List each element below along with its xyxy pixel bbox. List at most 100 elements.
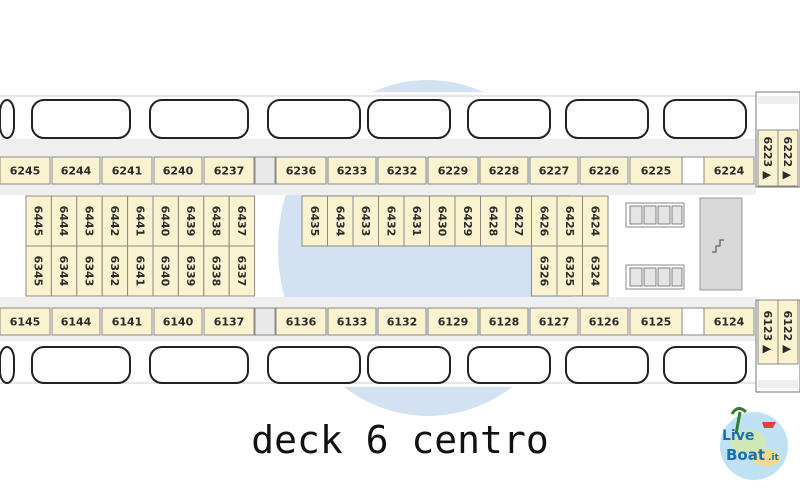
cabin-6232[interactable] [377,156,427,185]
lifeboat [467,99,551,139]
cabin-6140[interactable] [153,307,203,336]
cabin-6144[interactable] [51,307,101,336]
cabin-6237[interactable] [203,156,255,185]
lifeboat [467,346,551,384]
cabin-number: 6128 [489,316,520,329]
cabin-number: 6341 [133,256,146,287]
cabin-6124[interactable] [703,307,755,336]
cabin-6429[interactable] [454,195,481,247]
cabin-6324[interactable] [582,245,609,297]
cabin-6344[interactable] [50,245,78,297]
cabin-6435[interactable] [301,195,328,247]
lifeboat [663,346,747,384]
cabin-number: 6125 [641,316,672,329]
cabin-number: 6344 [57,256,70,287]
cabin-number: 6425 [563,206,576,237]
cabin-6236[interactable] [275,156,327,185]
cabin-6325[interactable] [556,245,583,297]
cabin-6345[interactable] [25,245,52,297]
cabin-number: 6338 [210,256,223,287]
palm-tree-icon [730,407,748,435]
cabin-6126[interactable] [579,307,629,336]
cabin-6437[interactable] [228,195,256,247]
cabin-6222[interactable] [777,129,799,187]
cabin-number: 6340 [159,256,172,287]
cabin-6433[interactable] [352,195,379,247]
corridor-port [0,139,756,157]
cabin-number: 6132 [387,316,418,329]
lifeboat [149,99,249,139]
cabin-number: 6428 [486,206,499,237]
cabin-number: 6227 [539,165,570,178]
lifeboat [0,99,15,139]
cabin-6342[interactable] [101,245,129,297]
cabin-number: 6144 [61,316,92,329]
cabin-number: 6141 [112,316,143,329]
cabin-6132[interactable] [377,307,427,336]
cabin-6225[interactable] [629,156,683,185]
cabin-number: 6123 ▲ [761,311,774,354]
cabin-6339[interactable] [177,245,205,297]
cabin-6136[interactable] [275,307,327,336]
cabin-6226[interactable] [579,156,629,185]
cabin-number: 6244 [61,165,92,178]
cabin-6428[interactable] [480,195,507,247]
cabin-6425[interactable] [556,195,583,247]
cabin-6438[interactable] [203,195,230,247]
cabin-6338[interactable] [203,245,230,297]
cabin-6445[interactable] [25,195,52,247]
logo-text-b: Boat [726,446,765,464]
cabin-6129[interactable] [427,307,479,336]
lifeboat [367,99,451,139]
cabin-6127[interactable] [529,307,579,336]
elevator-bank-upper [625,202,685,228]
cabin-6228[interactable] [479,156,529,185]
cabin-6440[interactable] [152,195,179,247]
cabin-number: 6432 [384,206,397,237]
cabin-number: 6426 [537,206,550,237]
cabin-number: 6226 [589,165,620,178]
cabin-6434[interactable] [327,195,354,247]
cabin-6128[interactable] [479,307,529,336]
corridor-mid-top [0,183,756,195]
cabin-6145[interactable] [0,307,51,336]
cabin-6340[interactable] [152,245,179,297]
liveboat-logo: Live Boat .it [720,407,788,480]
cabin-number: 6342 [108,256,121,287]
cabin-6241[interactable] [101,156,153,185]
cabin-6245[interactable] [0,156,51,185]
cabin-6141[interactable] [101,307,153,336]
cabin-6427[interactable] [505,195,532,247]
cabin-number: 6440 [159,206,172,237]
cabin-6122[interactable] [777,299,799,365]
cabin-6326[interactable] [531,245,558,297]
cabin-6125[interactable] [629,307,683,336]
cabin-6224[interactable] [703,156,755,185]
cabin-6227[interactable] [529,156,579,185]
cabin-number: 6339 [184,256,197,287]
lifeboat [663,99,747,139]
cabin-6426[interactable] [531,195,558,247]
cabin-6341[interactable] [127,245,154,297]
cabin-6233[interactable] [327,156,377,185]
cabin-6337[interactable] [228,245,256,297]
cabin-6432[interactable] [378,195,405,247]
cabin-6229[interactable] [427,156,479,185]
cabin-number: 6245 [10,165,41,178]
cabin-6133[interactable] [327,307,377,336]
lifeboat [565,346,649,384]
cabin-number: 6445 [32,206,45,237]
cabin-6424[interactable] [582,195,609,247]
lifeboats-starboard [0,346,747,384]
lifeboat [267,346,361,384]
cabin-6343[interactable] [76,245,103,297]
cabin-number: 6140 [163,316,194,329]
cabin-6137[interactable] [203,307,255,336]
cabin-number: 6236 [286,165,317,178]
cabin-6240[interactable] [153,156,203,185]
cabin-6244[interactable] [51,156,101,185]
cabin-6442[interactable] [101,195,129,247]
